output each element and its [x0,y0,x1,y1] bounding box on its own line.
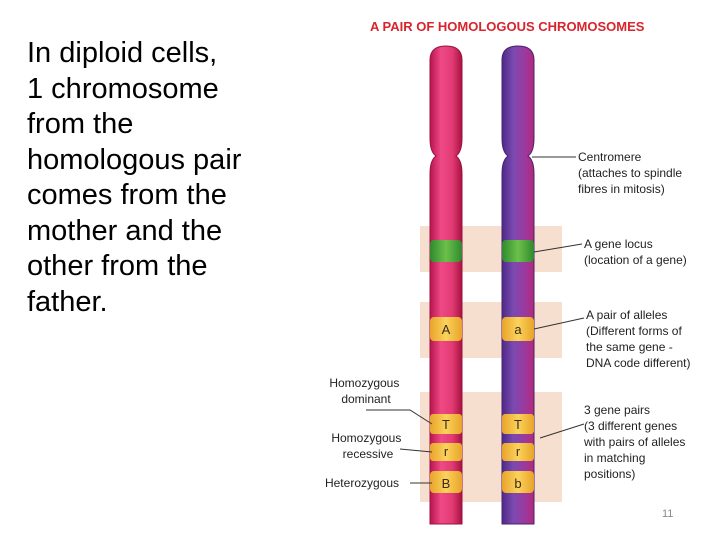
allele-label-left-3: r [444,444,449,459]
annotation-line: fibres in mitosis) [578,182,665,196]
annotation-line: Homozygous [329,376,399,390]
diagram-title: A PAIR OF HOMOLOGOUS CHROMOSOMES [370,19,645,34]
annotation-line: in matching [584,451,645,465]
annotation-line: the same gene - [586,340,673,354]
text-line: father. [27,285,108,318]
text-line: from the [27,108,134,140]
annotation-line: Homozygous [331,431,401,445]
annotation-line: recessive [343,447,394,461]
text-line: comes from the [27,179,227,211]
annotation-line: dominant [341,392,391,406]
allele-label-left-2: T [442,417,450,432]
annotation-line: positions) [584,467,635,481]
homozygous-dominant-pointer [366,409,433,425]
allele-label-right-1: a [514,322,522,337]
allele-label-right-2: T [514,417,522,432]
maternal-chromosome [429,45,463,525]
text-line: 1 chromosome [27,72,219,105]
annotation-line: Centromere [578,150,642,164]
annotation-line: Heterozygous [325,476,399,490]
annotation-line: with pairs of alleles [583,435,685,449]
alleles-annotation: A pair of alleles (Different forms of th… [586,308,691,370]
homozygous-recessive-annotation: Homozygous recessive [331,431,404,461]
page-number: 11 [662,508,674,520]
allele-band-left-2 [430,414,462,434]
annotation-line: A pair of alleles [586,308,667,322]
gene-locus-annotation: A gene locus (location of a gene) [584,237,687,267]
allele-band-right-1 [502,317,534,341]
allele-label-left-4: B [442,476,451,491]
annotation-line: (location of a gene) [584,253,687,267]
annotation-line: 3 gene pairs [584,403,650,417]
paternal-chromosome [501,45,535,525]
allele-label-right-4: b [514,476,521,491]
slide-body-text: In diploid cells, 1 chromosome from the … [27,36,312,320]
annotation-line: (attaches to spindle [578,166,682,180]
annotation-line: A gene locus [584,237,653,251]
allele-label-left-1: A [442,322,451,337]
annotation-line: (3 different genes [584,419,677,433]
heterozygous-annotation: Heterozygous [325,476,399,490]
gene-locus-right [502,240,534,262]
homozygous-recessive-pointer [399,448,433,453]
text-line: homologous pair [27,143,242,176]
centromere-annotation: Centromere (attaches to spindle fibres i… [578,150,685,196]
gene-pairs-annotation: 3 gene pairs (3 different genes with pai… [583,403,689,481]
allele-band-left-4 [430,471,462,493]
allele-band-left-1 [430,317,462,341]
allele-band-right-4 [502,471,534,493]
text-line: In diploid cells, [27,37,218,69]
annotation-line: DNA code different) [586,356,691,370]
annotation-line: (Different forms of [586,324,682,338]
allele-band-right-3 [502,443,534,461]
alleles-pointer [533,317,585,330]
gene-locus-pointer [533,243,583,253]
text-line: other from the [27,250,208,282]
allele-band-left-3 [430,443,462,461]
allele-band-right-2 [502,414,534,434]
gene-pairs-pointer [539,423,585,439]
homozygous-dominant-annotation: Homozygous dominant [329,376,402,406]
allele-label-right-3: r [516,444,521,459]
text-line: mother and the [27,214,223,247]
gene-locus-left [430,240,462,262]
